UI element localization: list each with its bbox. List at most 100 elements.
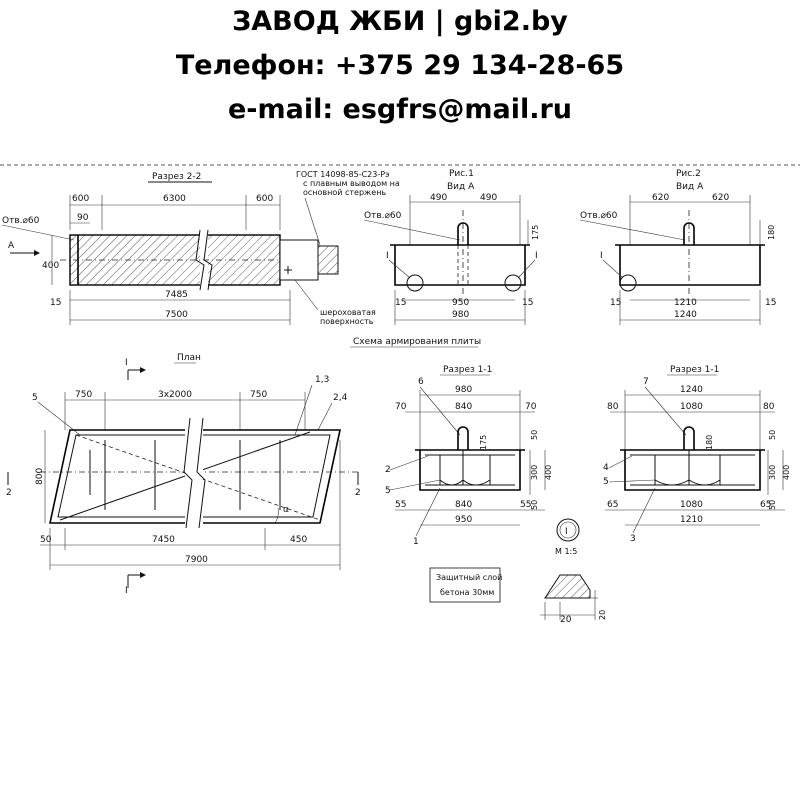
sec11a-dim-70a: 70 [395,402,407,412]
section-1-1-b: Разрез 1-1 7 1240 80 1080 80 180 50 300 … [603,365,791,544]
plan-dim-3x2000: 3x2000 [158,390,192,400]
fig2-view: Вид А [676,182,704,192]
plan-dim-450: 450 [290,535,307,545]
fig1-dim-980: 980 [452,310,469,320]
dim-400-22: 400 [42,261,59,271]
plan-pos-13: 1,3 [315,375,329,385]
sec11a-dim-400: 400 [544,465,553,480]
fig1-dim-15b: 15 [522,298,533,308]
plan-dim-7450: 7450 [152,535,175,545]
sec11a-dim-50b: 50 [530,500,539,510]
node-mark: I [565,527,568,537]
sec11a-pos-2: 2 [385,465,391,475]
sec11b-pos-4: 4 [603,463,609,473]
fig1-dim-175: 175 [531,225,540,240]
sec11a-dim-55b: 55 [520,500,531,510]
fig1-dim-950: 950 [452,298,469,308]
fig2-dim-15a: 15 [610,298,621,308]
plan-mark-2a: 2 [6,488,12,498]
section-1-1-a: Разрез 1-1 6 980 70 840 70 175 50 300 40… [385,365,553,547]
fig2-dim-180: 180 [767,225,776,240]
sec11a-dim-70b: 70 [525,402,537,412]
sec11b-pos-5: 5 [603,477,609,487]
dim-600-right: 600 [256,194,273,204]
fig1-dim-490b: 490 [480,193,497,203]
sec11a-dim-50: 50 [530,430,539,440]
dim-600-left: 600 [72,194,89,204]
fig1-mark-right: I [535,251,538,261]
plan-section-mark-1a: I [125,358,128,368]
header-company-name: ЗАВОД ЖБИ | gbi2.by [232,6,568,37]
gost-label-3: основной стержень [303,188,386,197]
plan-dim-750b: 750 [250,390,267,400]
sec11a-dim-300: 300 [530,465,539,480]
node-dim-20a: 20 [560,615,572,625]
dim-7485: 7485 [165,290,188,300]
dim-90: 90 [77,213,89,223]
sec11a-dim-175: 175 [479,435,488,450]
sec11b-dim-80b: 80 [763,402,775,412]
fig2-dim-1210: 1210 [674,298,697,308]
header-email: e-mail: esgfrs@mail.ru [227,94,573,125]
sec11b-dim-50b: 50 [768,500,777,510]
fig1-dim-15a: 15 [395,298,406,308]
sec11b-dim-65a: 65 [607,500,618,510]
sec11a-dim-840: 840 [455,402,472,412]
sec11b-dim-1240: 1240 [680,385,703,395]
dim-6300: 6300 [163,194,186,204]
sec11a-dim-840b: 840 [455,500,472,510]
sec11a-pos-6: 6 [418,377,424,387]
sec11b-dim-50: 50 [768,430,777,440]
node-scale: М 1:5 [555,547,577,556]
rough-surface-2: поверхность [320,317,374,326]
plan-dim-50: 50 [40,535,52,545]
fig2-mark: I [600,251,603,261]
header-phone: Телефон: +375 29 134-28-65 [175,50,625,81]
gost-label-1: ГОСТ 14098-85-С23-Рэ [296,170,389,179]
sec11b-dim-1080b: 1080 [680,500,703,510]
cover-note-2: бетона 30мм [440,588,494,597]
sec11a-pos-5: 5 [385,486,391,496]
plan-title: План [177,353,201,363]
plan-dim-7900: 7900 [185,555,208,565]
sec11b-dim-300: 300 [768,465,777,480]
sec11b-pos-7: 7 [643,377,649,387]
plan-view: План I 750 3x2000 750 1,3 2,4 5 [6,353,361,596]
fig2-title: Рис.2 [676,169,701,179]
rough-surface-1: шероховатая [320,308,376,317]
sec11b-dim-1080: 1080 [680,402,703,412]
plan-section-mark-1b: I [125,586,128,596]
fig1-hole: Отв.⌀60 [364,211,402,221]
plan-alpha: α [283,505,289,515]
sec11b-dim-400: 400 [782,465,791,480]
sec11a-dim-980: 980 [455,385,472,395]
sec11b-title: Разрез 1-1 [670,365,719,375]
plan-mark-2b: 2 [355,488,361,498]
hole-label-22: Отв.⌀60 [2,216,40,226]
plan-dim-750a: 750 [75,390,92,400]
fig2-dim-620b: 620 [712,193,729,203]
sec11b-dim-65b: 65 [760,500,771,510]
figure-2-view-a: Рис.2 Вид А 620 620 Отв.⌀60 180 I 15 121… [579,169,776,325]
fig2-hole: Отв.⌀60 [580,211,618,221]
fig2-dim-15b: 15 [765,298,776,308]
dim-15-22: 15 [50,298,61,308]
sec11b-dim-180: 180 [705,435,714,450]
sec11a-dim-950: 950 [455,515,472,525]
fig1-dim-490a: 490 [430,193,447,203]
gost-label-2: с плавным выводом на [303,179,400,188]
plan-pos-24: 2,4 [333,393,348,403]
figure-1-view-a: Рис.1 Вид А 490 490 Отв.⌀60 175 I I 15 9… [363,169,540,325]
sec11a-dim-55a: 55 [395,500,406,510]
section-2-2: Разрез 2-2 ГОСТ 14098-85-С23-Рэ с плавны… [1,170,400,326]
cover-note-1: Защитный слой [436,573,502,582]
dim-7500: 7500 [165,310,188,320]
fig2-dim-620a: 620 [652,193,669,203]
sec11a-pos-1: 1 [413,537,419,547]
view-arrow-label: А [8,241,15,251]
sec11a-title: Разрез 1-1 [443,365,492,375]
sec11b-dim-1210: 1210 [680,515,703,525]
fig1-title: Рис.1 [449,169,474,179]
fig1-view: Вид А [447,182,475,192]
node-dim-20b: 20 [598,610,607,620]
